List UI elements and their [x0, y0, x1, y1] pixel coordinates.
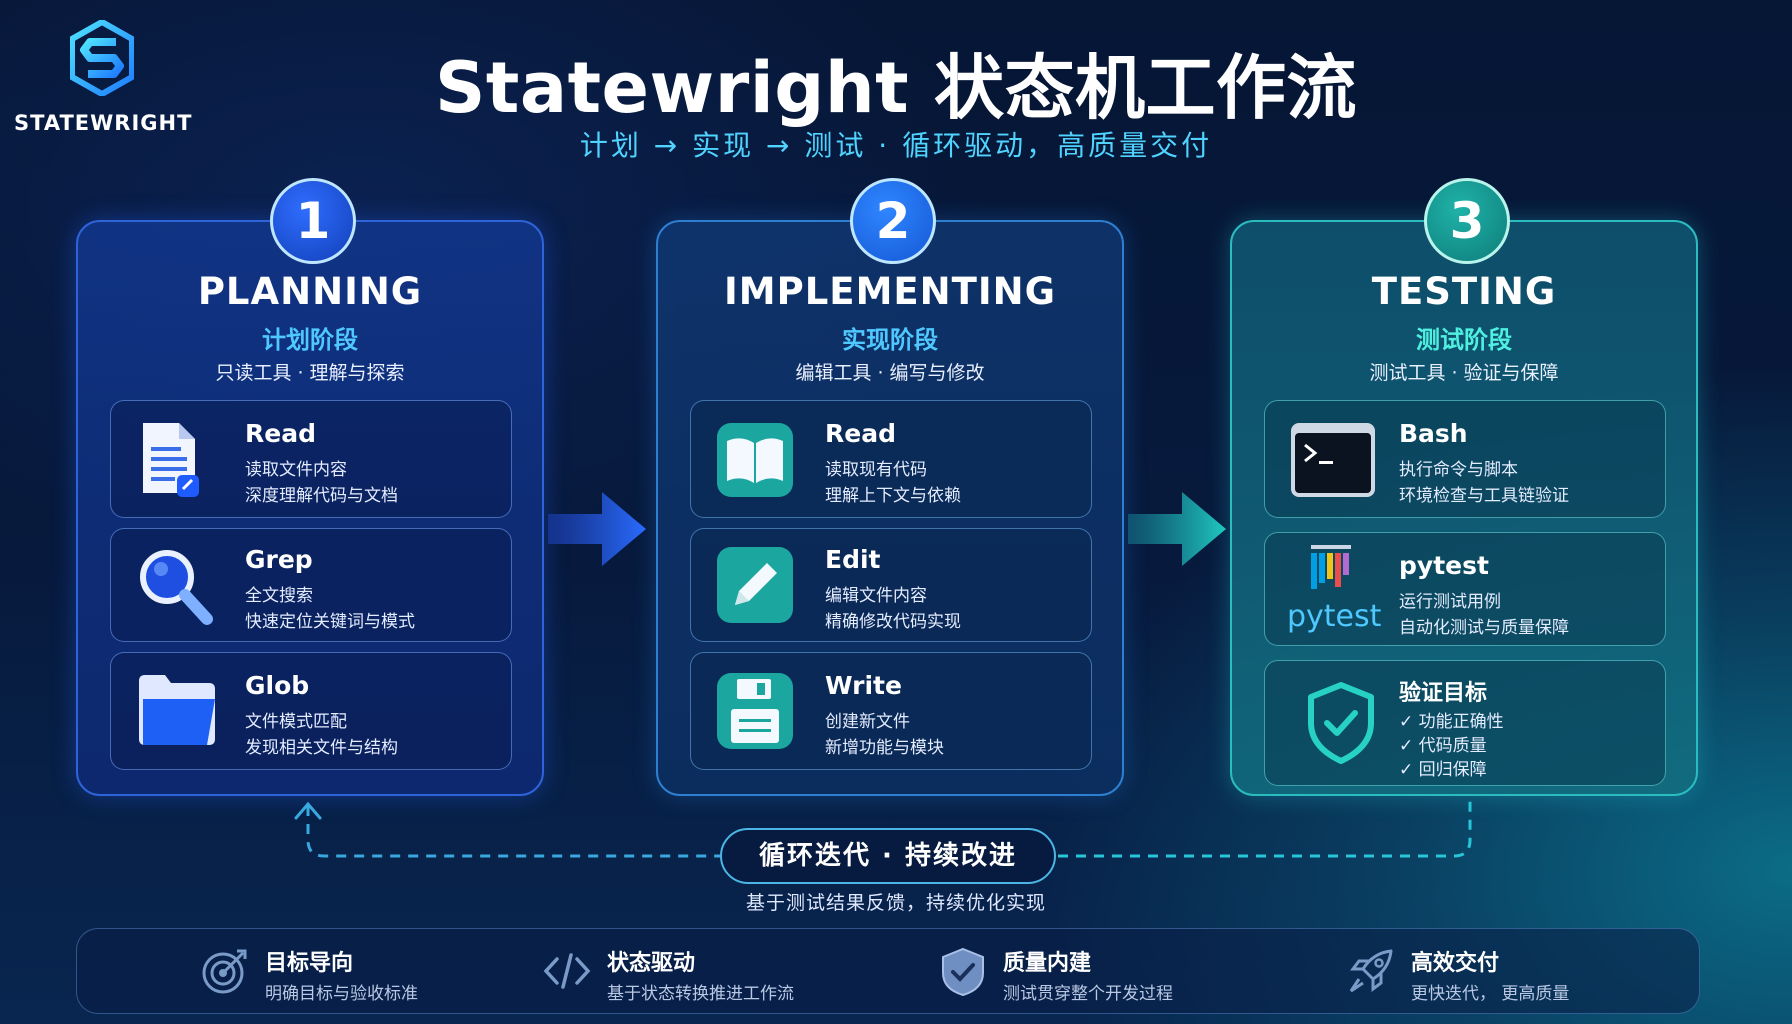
tool-card-edit: Edit 编辑文件内容 精确修改代码实现: [690, 528, 1092, 642]
tool-card-read: Read 读取现有代码 理解上下文与依赖: [690, 400, 1092, 518]
tool-desc-line2: 自动化测试与质量保障: [1399, 618, 1569, 638]
stage-cn-name: 实现阶段: [842, 326, 938, 354]
stage-number-badge: 1: [270, 178, 356, 264]
feature-title: 目标导向: [265, 951, 354, 976]
loop-description: 基于测试结果反馈，持续优化实现: [745, 892, 1046, 914]
tool-name: Write: [825, 671, 902, 700]
save-icon: [717, 673, 793, 749]
tool-desc-line2: 快速定位关键词与模式: [245, 612, 415, 632]
tool-desc-line1: 文件模式匹配: [245, 712, 347, 732]
tool-name: Grep: [245, 545, 313, 574]
feature-title: 质量内建: [1003, 951, 1092, 976]
tool-desc-line2: 深度理解代码与文档: [245, 486, 398, 506]
feature-title: 状态驱动: [607, 951, 696, 976]
stage-number-badge: 2: [850, 178, 936, 264]
pytest-logo: pytest: [1285, 543, 1381, 639]
feature-desc: 明确目标与验收标准: [265, 984, 418, 1004]
tool-card-read: Read 读取文件内容 深度理解代码与文档: [110, 400, 512, 518]
stage-cn-name: 计划阶段: [262, 326, 358, 354]
document-icon: [143, 423, 199, 497]
shield-icon: [942, 947, 984, 997]
target-icon: [202, 949, 247, 994]
tool-desc-line2: 环境检查与工具链验证: [1399, 486, 1569, 506]
tool-desc-line2: 理解上下文与依赖: [825, 486, 961, 506]
check-item: ✓ 功能正确性: [1399, 712, 1504, 732]
tool-desc-line1: 读取文件内容: [245, 460, 347, 480]
tool-desc-line1: 创建新文件: [825, 712, 910, 732]
pytest-bars-icon: [1311, 545, 1351, 589]
feature-desc: 测试贯穿整个开发过程: [1003, 984, 1173, 1004]
arrow-right-icon: [548, 492, 646, 566]
tool-name: Glob: [245, 671, 310, 700]
tool-name: Edit: [825, 545, 881, 574]
page-title: Statewright 状态机工作流: [434, 47, 1357, 129]
tool-card-bash: Bash 执行命令与脚本 环境检查与工具链验证: [1264, 400, 1666, 518]
stage-name: IMPLEMENTING: [724, 270, 1056, 313]
brand-name: STATEWRIGHT: [14, 111, 193, 135]
tool-desc-line1: 运行测试用例: [1399, 592, 1501, 612]
magnifier-icon: [140, 550, 213, 625]
terminal-icon: [1291, 423, 1375, 497]
tool-name: Read: [825, 419, 896, 448]
stage-description: 编辑工具 · 编写与修改: [795, 362, 985, 384]
stage-implementing-panel: 2 IMPLEMENTING 实现阶段 编辑工具 · 编写与修改 Read 读取…: [656, 178, 1124, 796]
tool-desc-line2: 发现相关文件与结构: [245, 738, 398, 758]
tool-desc-line1: 读取现有代码: [825, 460, 927, 480]
tool-card-write: Write 创建新文件 新增功能与模块: [690, 652, 1092, 770]
rocket-icon: [1349, 949, 1393, 993]
stage-testing-panel: 3 TESTING 测试阶段 测试工具 · 验证与保障 Bash 执行命令与脚本…: [1230, 178, 1698, 796]
feedback-loop-connector: [294, 800, 1472, 858]
shield-check-icon: [1308, 682, 1374, 764]
tool-card-verify: 验证目标 ✓ 功能正确性 ✓ 代码质量 ✓ 回归保障: [1264, 660, 1666, 786]
tool-desc-line1: 执行命令与脚本: [1399, 460, 1518, 480]
feature-title: 高效交付: [1411, 951, 1500, 976]
stage-description: 只读工具 · 理解与探索: [215, 362, 405, 384]
stage-planning-panel: 1 PLANNING 计划阶段 只读工具 · 理解与探索 Read 读取文件内容…: [76, 178, 544, 796]
stage-cn-name: 测试阶段: [1416, 326, 1512, 354]
tool-name: 验证目标: [1399, 681, 1488, 706]
stage-name: TESTING: [1371, 270, 1557, 313]
stage-description: 测试工具 · 验证与保障: [1369, 362, 1559, 384]
book-icon: [717, 423, 793, 497]
loop-arrow-up-icon: [294, 801, 322, 820]
tool-name: Bash: [1399, 419, 1468, 448]
arrow-right-icon: [1128, 492, 1226, 566]
check-item: ✓ 回归保障: [1399, 760, 1487, 780]
tool-card-pytest: pytest pytest 运行测试用例 自动化测试与质量保障: [1264, 532, 1666, 646]
tool-desc-line1: 全文搜索: [245, 586, 313, 606]
loop-label: 循环迭代 · 持续改进: [720, 828, 1056, 884]
pytest-logo-text: pytest: [1287, 599, 1382, 634]
tool-desc-line1: 编辑文件内容: [825, 586, 927, 606]
feature-desc: 基于状态转换推进工作流: [607, 984, 794, 1004]
statewright-logo: STATEWRIGHT: [14, 20, 193, 140]
tool-card-grep: Grep 全文搜索 快速定位关键词与模式: [110, 528, 512, 642]
tool-desc-line2: 新增功能与模块: [825, 738, 944, 758]
feature-bar: 目标导向 明确目标与验收标准 状态驱动 基于状态转换推进工作流 质量内建 测试贯…: [76, 928, 1700, 1014]
tool-name: pytest: [1399, 551, 1489, 580]
folder-icon: [139, 675, 215, 745]
pencil-icon: [717, 547, 793, 623]
logo-mark-icon: [70, 20, 134, 96]
tool-card-glob: Glob 文件模式匹配 发现相关文件与结构: [110, 652, 512, 770]
page-subtitle: 计划 → 实现 → 测试 · 循环驱动，高质量交付: [579, 129, 1213, 162]
stage-name: PLANNING: [197, 270, 423, 313]
feature-desc: 更快迭代， 更高质量: [1411, 984, 1570, 1004]
code-icon: [543, 953, 591, 989]
check-item: ✓ 代码质量: [1399, 736, 1487, 756]
tool-desc-line2: 精确修改代码实现: [825, 612, 961, 632]
tool-name: Read: [245, 419, 316, 448]
stage-number-badge: 3: [1424, 178, 1510, 264]
